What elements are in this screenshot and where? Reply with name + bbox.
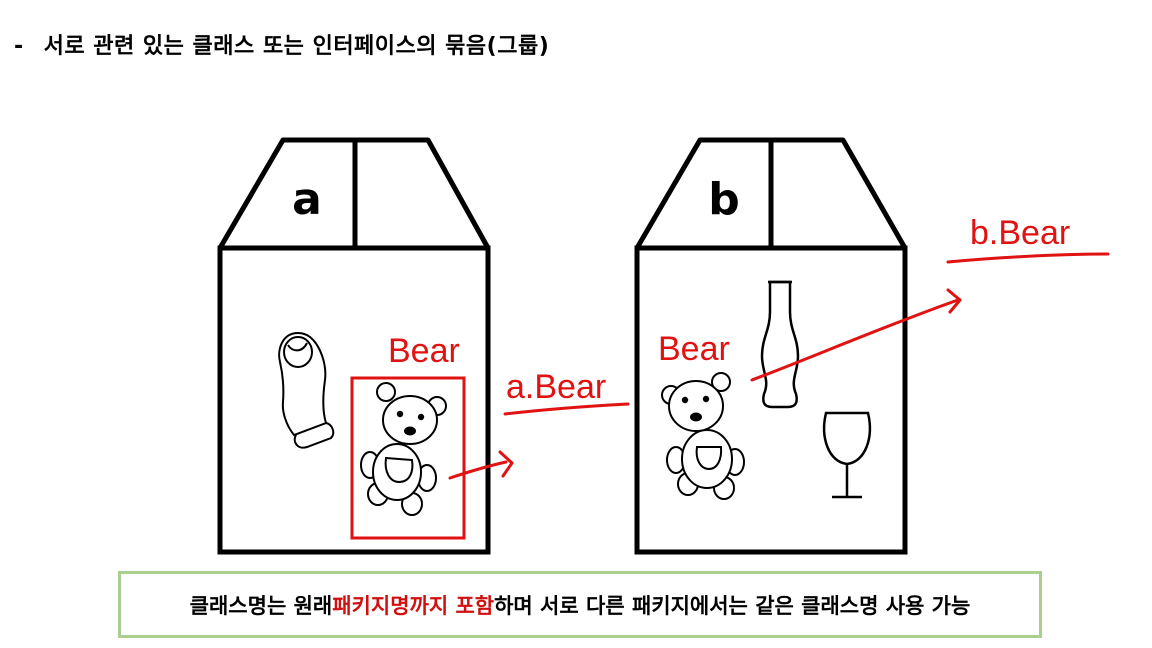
package-a-label: a <box>292 174 322 225</box>
summary-highlight: 패키지명까지 포함 <box>332 593 495 618</box>
a-bear-underline <box>503 402 630 416</box>
bear-a-arrowhead <box>498 450 514 478</box>
bear-b-export-arrow <box>750 298 960 382</box>
teddy-bear-a-icon <box>360 382 447 516</box>
bottle-icon <box>760 280 800 409</box>
package-box-a: a <box>217 137 491 555</box>
b-bear-underline <box>946 252 1110 264</box>
package-b-label: b <box>708 174 740 225</box>
slide-heading: -서로 관련 있는 클래스 또는 인터페이스의 묶음(그룹) <box>14 28 549 60</box>
heading-text: 서로 관련 있는 클래스 또는 인터페이스의 묶음(그룹) <box>43 34 550 59</box>
bear-b-label: Bear <box>658 330 730 368</box>
matryoshka-icon <box>278 331 335 449</box>
wine-glass-icon <box>822 411 872 499</box>
summary-text-2: 하며 서로 다른 패키지에서는 같은 클래스명 사용 가능 <box>494 593 971 618</box>
package-diagram: a Bear b Bear <box>217 137 1110 555</box>
bear-a-export-arrow <box>448 460 508 480</box>
heading-bullet: - <box>14 34 24 59</box>
bear-a-label: Bear <box>388 332 460 370</box>
package-a-body <box>217 245 491 555</box>
a-bear-reference-label: a.Bear <box>506 368 606 406</box>
b-bear-reference-label: b.Bear <box>970 214 1070 252</box>
bear-b-arrowhead <box>946 288 962 314</box>
bear-a-highlight-box <box>350 376 466 540</box>
teddy-bear-b-icon <box>661 372 745 500</box>
summary-text-1: 클래스명는 원래 <box>189 593 333 618</box>
